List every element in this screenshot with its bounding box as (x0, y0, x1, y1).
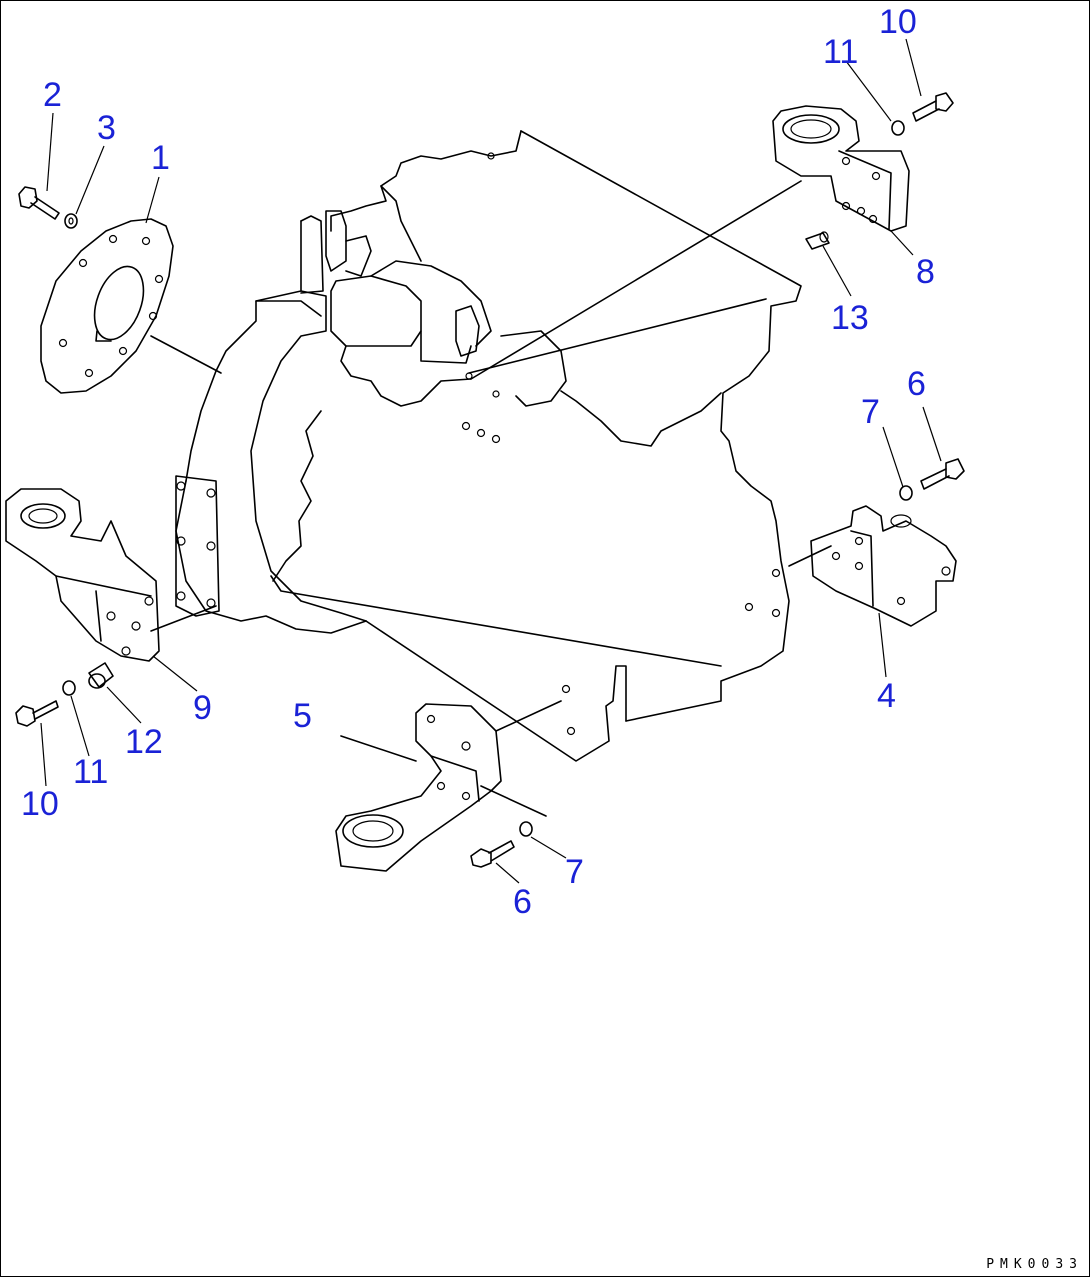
callout-10-left: 10 (21, 785, 59, 823)
callout-12: 12 (125, 723, 163, 761)
bottom-mount (335, 700, 562, 872)
washer-3 (64, 213, 78, 229)
callout-11-top: 11 (823, 33, 858, 71)
callout-labels: 2 3 1 11 10 8 13 7 6 4 9 12 11 10 5 7 6 (21, 3, 935, 921)
callout-7-bottom: 7 (565, 853, 584, 891)
bolt-10-left (15, 700, 59, 727)
callout-5: 5 (293, 697, 312, 735)
right-upper-mount (772, 105, 910, 232)
callout-9: 9 (193, 689, 212, 727)
drawing-code: PMK0033 (986, 1257, 1083, 1272)
washer-7-bottom (519, 821, 533, 837)
callout-2: 2 (43, 76, 62, 114)
callout-13: 13 (831, 299, 869, 337)
callout-10-top: 10 (879, 3, 917, 41)
frame-plate (175, 475, 220, 617)
engine-top-components (300, 185, 567, 407)
callout-6-bottom: 6 (513, 883, 532, 921)
callout-3: 3 (97, 109, 116, 147)
callout-6-right: 6 (907, 365, 926, 403)
callout-8: 8 (916, 253, 935, 291)
pin-13 (805, 231, 830, 250)
callout-7-right: 7 (861, 393, 880, 431)
right-lower-mount (788, 505, 957, 627)
bolt-6-right (920, 458, 965, 490)
washer-11-left (62, 680, 76, 696)
left-mount-bracket (5, 488, 217, 662)
leader-lines (40, 38, 942, 884)
callout-1: 1 (151, 139, 170, 177)
callout-11-left: 11 (73, 753, 108, 791)
engine-body (175, 130, 802, 762)
washer-7-right (899, 485, 913, 501)
bolt-2 (18, 186, 60, 220)
spacer-12 (88, 662, 114, 689)
callout-4: 4 (877, 677, 896, 715)
bolt-6-bottom (470, 840, 515, 868)
bolt-10-right (912, 92, 954, 122)
flywheel-plate (40, 218, 222, 394)
washer-11-right (891, 120, 905, 136)
